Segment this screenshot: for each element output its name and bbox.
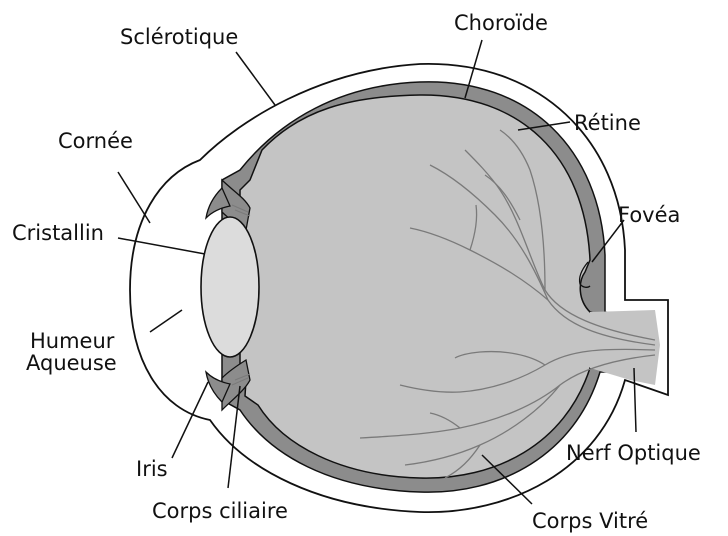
label-aqueuse: Aqueuse	[26, 351, 117, 375]
label-cornee: Cornée	[58, 129, 133, 153]
label-corps-ciliaire: Corps ciliaire	[152, 499, 288, 523]
label-humeur: Humeur	[30, 329, 115, 353]
label-choroide: Choroïde	[454, 11, 548, 35]
label-retine: Rétine	[574, 111, 641, 135]
label-corps-vitre: Corps Vitré	[532, 509, 648, 533]
label-cristallin: Cristallin	[12, 221, 104, 245]
label-sclerotique: Sclérotique	[120, 25, 238, 49]
label-nerf-optique: Nerf Optique	[566, 441, 701, 465]
label-fovea: Fovéa	[618, 203, 680, 227]
lens	[201, 217, 259, 357]
label-iris: Iris	[136, 457, 168, 481]
